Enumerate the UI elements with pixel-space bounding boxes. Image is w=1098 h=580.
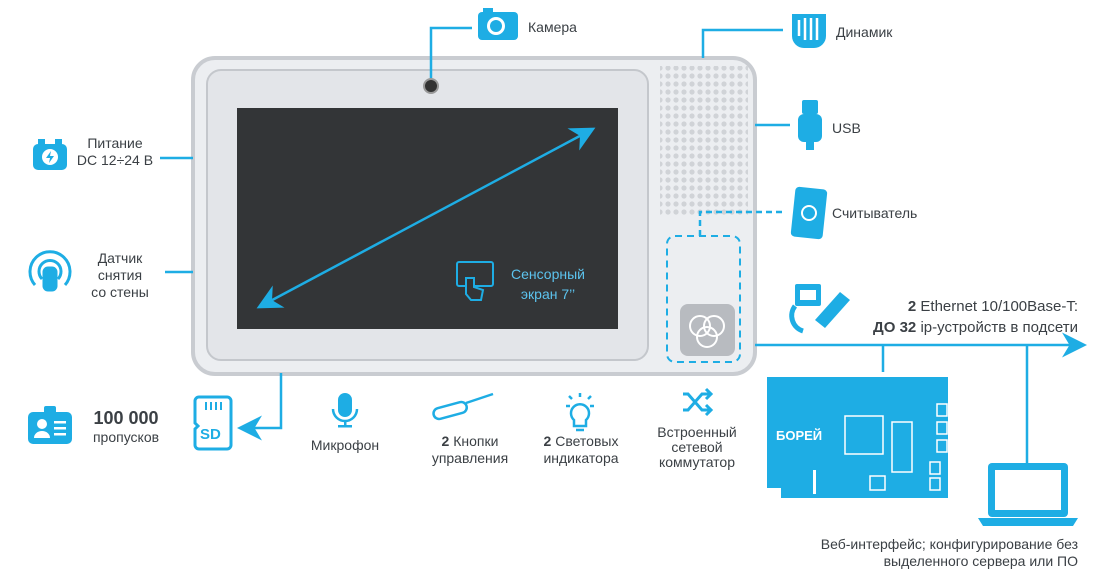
sd-card-icon <box>193 395 233 451</box>
ethernet-label: 2 Ethernet 10/100Base-T:ДО 32 ip-устройс… <box>873 298 1078 336</box>
icons <box>28 8 1078 526</box>
laptop-icon <box>978 463 1078 526</box>
usb-icon <box>798 100 822 150</box>
camera-label: Камера <box>528 19 577 35</box>
usb-label: USB <box>832 120 861 136</box>
switch-shuffle-icon <box>683 387 714 417</box>
microphone-label: Микрофон <box>310 437 380 453</box>
led-bulb-icon <box>566 393 594 432</box>
touch-icon <box>456 261 494 301</box>
badge-icon <box>28 406 72 444</box>
camera-lens <box>423 78 439 94</box>
logo-button <box>680 304 735 356</box>
tamper-sensor-icon <box>28 250 72 292</box>
speaker-label: Динамик <box>836 24 893 40</box>
card-reader-icon <box>790 186 828 240</box>
ethernet-cable-icon <box>789 284 850 334</box>
button-key-icon <box>432 392 494 421</box>
speaker-grille <box>660 66 748 216</box>
camera-icon <box>478 8 518 40</box>
speaker-icon <box>792 14 826 48</box>
terminal-device <box>191 56 757 376</box>
board-brand: БОРЕЙ <box>776 428 823 443</box>
microphone-icon <box>331 393 359 428</box>
sd-text: SD <box>200 426 221 443</box>
reader-area <box>666 235 741 363</box>
power-icon <box>33 139 67 170</box>
controller-board-icon <box>767 377 948 498</box>
reader-label: Считыватель <box>832 205 918 221</box>
connector-lines <box>160 26 1087 465</box>
